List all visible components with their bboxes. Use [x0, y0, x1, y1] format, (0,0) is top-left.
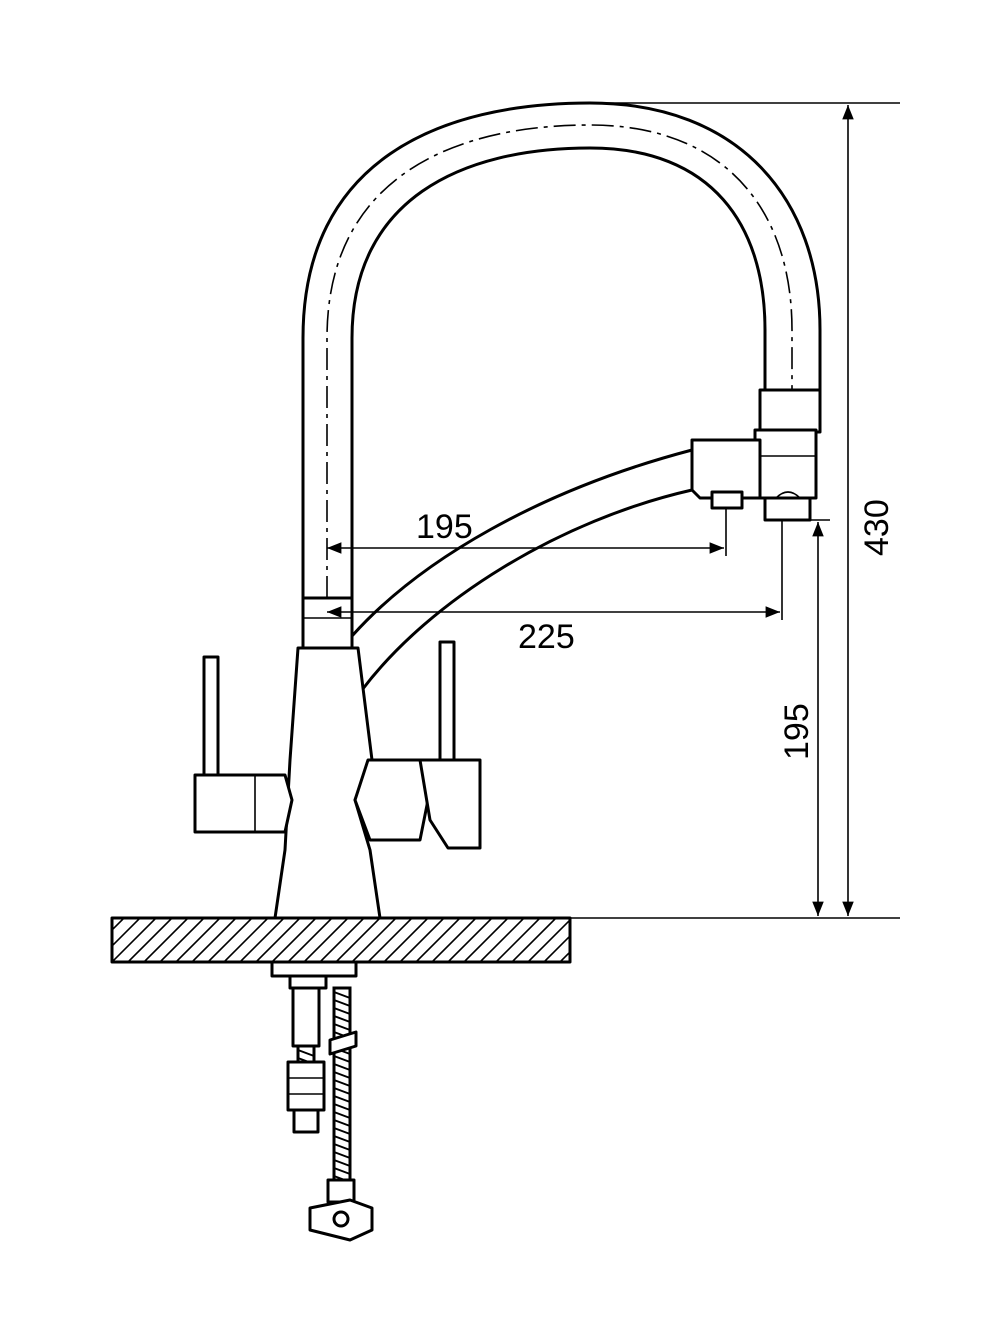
hose-braid	[333, 1087, 351, 1095]
hatch-line	[207, 918, 253, 962]
hatch-line	[495, 918, 541, 962]
hose-braid	[333, 1007, 351, 1015]
dimension-lines	[327, 102, 900, 919]
hose-braid	[333, 1063, 351, 1071]
hose-braid	[333, 1135, 351, 1143]
hatch-line	[335, 918, 381, 962]
hatch-line	[223, 918, 269, 962]
supply-hoses	[286, 986, 374, 1242]
dimension-label-reach-195: 195	[416, 508, 473, 546]
hatch-line	[287, 918, 333, 962]
hose-braid	[333, 1055, 351, 1063]
hose-braid	[333, 1079, 351, 1087]
hatch-line	[415, 918, 461, 962]
hose-braid	[333, 1151, 351, 1159]
hose-braid	[333, 1143, 351, 1151]
hatch-line	[367, 918, 413, 962]
hatch-line	[399, 918, 445, 962]
hatch-line	[303, 918, 349, 962]
hose-braid	[333, 1071, 351, 1079]
hatch-line	[175, 918, 221, 962]
hatch-line	[319, 918, 365, 962]
hose-braid	[333, 999, 351, 1007]
left-handle	[202, 655, 220, 777]
hose-braid	[333, 1095, 351, 1103]
hatch-line	[592, 918, 636, 962]
hatch-line	[271, 918, 317, 962]
dimension-label-height-430: 430	[858, 499, 896, 556]
hose-braid	[333, 1127, 351, 1135]
hatch-line	[159, 918, 205, 962]
hatch-line	[527, 918, 570, 962]
dimension-label-reach-225: 225	[518, 618, 575, 656]
hatch-line	[143, 918, 189, 962]
hatch-line	[559, 950, 570, 962]
hatch-line	[351, 918, 397, 962]
gooseneck-spout	[301, 101, 822, 940]
mount-shank	[270, 960, 358, 990]
dimension-label-height-195: 195	[778, 703, 816, 760]
hatch-line	[383, 918, 429, 962]
filter-arm	[350, 448, 694, 692]
hatch-line	[431, 918, 477, 962]
hose-braid	[333, 1159, 351, 1167]
hose-braid	[333, 991, 351, 999]
hatch-line	[127, 918, 173, 962]
hatch-line	[479, 918, 525, 962]
hatch-line	[511, 918, 557, 962]
right-handle	[438, 640, 456, 762]
hatch-line	[112, 918, 141, 948]
spout-head	[690, 388, 822, 522]
hatch-line	[255, 918, 301, 962]
hatch-line	[191, 918, 237, 962]
hose-braid	[333, 1167, 351, 1175]
hose-braid	[333, 1111, 351, 1119]
hose-braid	[333, 1015, 351, 1023]
hose-braid	[333, 1023, 351, 1031]
hatch-line	[112, 918, 125, 932]
hose-braid	[333, 1119, 351, 1127]
countertop	[110, 916, 636, 964]
hatch-line	[576, 918, 620, 962]
hose-braid	[333, 1103, 351, 1111]
hatch-line	[463, 918, 509, 962]
hatch-line	[239, 918, 285, 962]
hatch-line	[112, 918, 157, 962]
faucet-body	[193, 596, 482, 920]
hatch-line	[447, 918, 493, 962]
hose-braid	[297, 1049, 315, 1057]
hatch-line	[543, 934, 570, 962]
